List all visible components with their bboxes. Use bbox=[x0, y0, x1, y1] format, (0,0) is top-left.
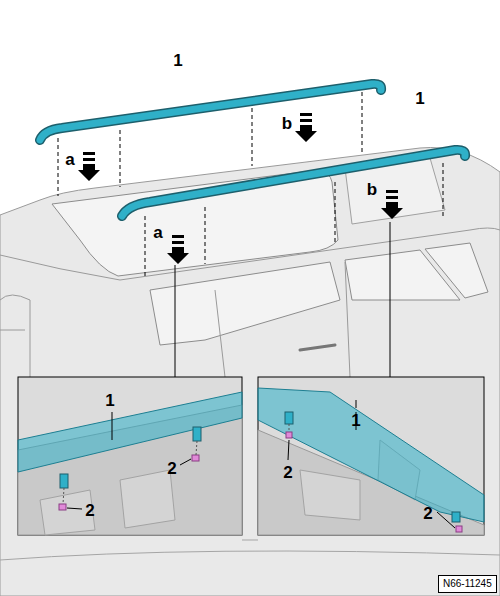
callout-label: 1 bbox=[349, 411, 362, 430]
callout-label: b bbox=[280, 114, 294, 133]
drawing-number: N66-11245 bbox=[443, 578, 492, 590]
callout-label: 2 bbox=[421, 504, 434, 523]
callout-label: 2 bbox=[281, 463, 294, 482]
callout-label: 2 bbox=[165, 459, 178, 478]
callout-label: b bbox=[365, 180, 379, 199]
callout-label: a bbox=[63, 150, 76, 169]
drawing-number-box: N66-11245 bbox=[438, 575, 497, 593]
callout-label: 1 bbox=[103, 391, 116, 410]
callout-label: 2 bbox=[83, 501, 96, 520]
callout-label: 1 bbox=[171, 51, 184, 70]
callout-label: 1 bbox=[413, 89, 426, 108]
callout-label: a bbox=[151, 223, 164, 242]
